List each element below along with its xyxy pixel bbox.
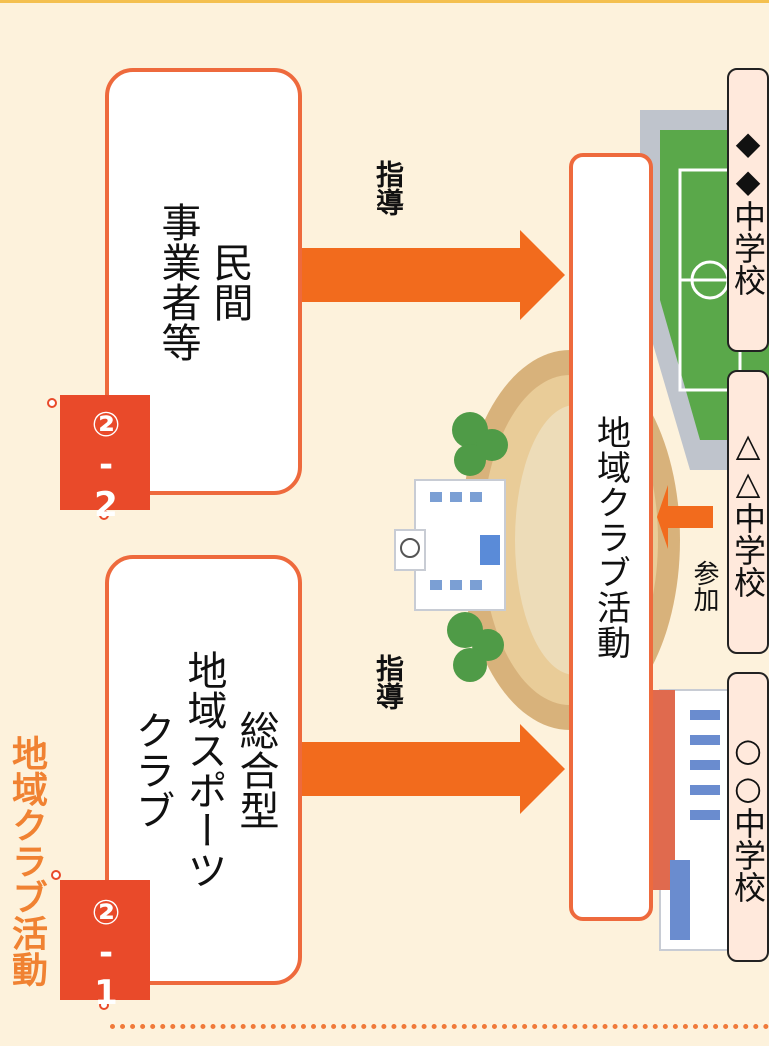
arrow-up-join — [657, 485, 713, 549]
school-label-circle: ○○中学校 — [729, 731, 767, 903]
join-label: 参加 — [689, 560, 719, 612]
top-border — [0, 0, 769, 3]
school-box-diamond: ◆◆中学校 — [727, 68, 769, 352]
trees-illustration — [447, 412, 508, 682]
card-private-business-text: 民間 事業者等 — [154, 201, 253, 362]
guide-label-bottom: 指導 — [372, 654, 405, 710]
badge-2-2-label: ②-2 — [86, 405, 126, 525]
school-building-illustration — [394, 479, 506, 611]
dotted-divider — [110, 1024, 769, 1029]
section-title: 地域クラブ活動 — [6, 735, 47, 987]
badge-2-1-label: ②-1 — [86, 893, 126, 1013]
school-label-diamond: ◆◆中学校 — [729, 124, 767, 296]
card-sogo-sports-club: 総合型 地域スポーツ クラブ — [105, 555, 302, 985]
school-bottom-illustration — [650, 689, 731, 951]
school-box-circle: ○○中学校 — [727, 672, 769, 962]
central-club-activity-label: 地域クラブ活動 — [590, 414, 631, 660]
school-box-triangle: △△中学校 — [727, 370, 769, 654]
arrow-right-bottom — [300, 724, 565, 814]
badge-2-1 — [51, 870, 150, 1010]
badge-2-2 — [47, 395, 150, 520]
school-label-triangle: △△中学校 — [729, 426, 767, 598]
central-club-activity-box: 地域クラブ活動 — [569, 153, 653, 921]
guide-label-top: 指導 — [372, 160, 405, 216]
card-sogo-sports-club-text: 総合型 地域スポーツ クラブ — [128, 650, 279, 890]
arrow-right-top — [300, 230, 565, 320]
